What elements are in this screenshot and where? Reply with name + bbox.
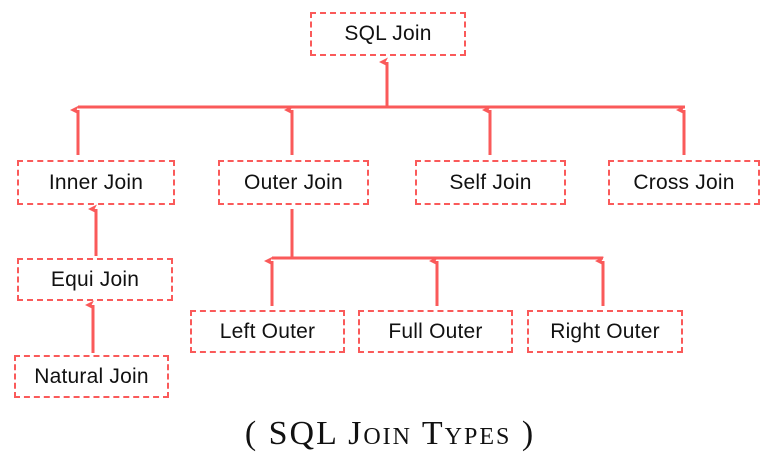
node-sql-join[interactable]: SQL Join: [310, 12, 466, 56]
node-right-outer[interactable]: Right Outer: [527, 310, 683, 353]
diagram-caption: ( SQL Join Types ): [244, 415, 536, 452]
node-label: SQL Join: [344, 22, 432, 45]
node-label: Outer Join: [244, 170, 343, 194]
node-outer-join[interactable]: Outer Join: [218, 160, 369, 205]
node-equi-join[interactable]: Equi Join: [17, 258, 173, 301]
node-full-outer[interactable]: Full Outer: [358, 310, 513, 353]
node-label: Full Outer: [388, 319, 483, 343]
node-label: Natural Join: [34, 364, 149, 388]
node-label: Cross Join: [633, 170, 735, 194]
node-label: Right Outer: [550, 319, 660, 343]
node-label: Left Outer: [219, 319, 316, 343]
node-self-join[interactable]: Self Join: [415, 160, 566, 205]
node-inner-join[interactable]: Inner Join: [17, 160, 175, 205]
node-label: Equi Join: [50, 267, 140, 291]
node-cross-join[interactable]: Cross Join: [608, 160, 760, 205]
node-natural-join[interactable]: Natural Join: [14, 355, 169, 398]
node-label: Inner Join: [48, 170, 144, 194]
node-label: Self Join: [449, 170, 532, 194]
node-left-outer[interactable]: Left Outer: [190, 310, 345, 353]
